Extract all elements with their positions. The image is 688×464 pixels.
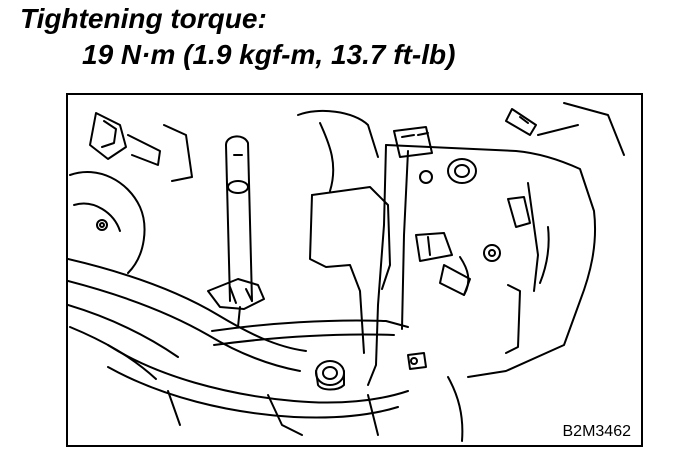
torque-spec-value: 19 N·m (1.9 kgf-m, 13.7 ft-lb) bbox=[82, 39, 456, 70]
tightening-torque-heading: Tightening torque: bbox=[20, 3, 267, 34]
engine-line-illustration bbox=[68, 102, 625, 442]
figure-reference-code: B2M3462 bbox=[560, 423, 633, 441]
engine-illustration-frame: B2M3462 bbox=[66, 93, 643, 447]
